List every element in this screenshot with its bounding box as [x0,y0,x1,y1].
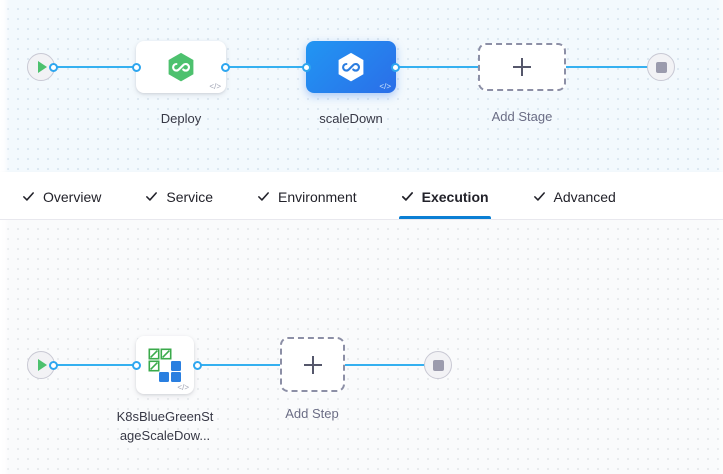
stage-tab-bar: Overview Service Environment Execution A [0,172,723,220]
tab-execution[interactable]: Execution [398,172,491,219]
add-stage-label: Add Stage [491,109,553,124]
stage-wire-scaledown-to-add [395,66,480,68]
canvas-left-fade [0,0,9,172]
tab-environment[interactable]: Environment [257,172,357,219]
tab-advanced[interactable]: Advanced [533,172,616,219]
stage-code-glyph-deploy[interactable]: </> [209,82,221,91]
step-label-line2: ageScaleDow... [119,428,211,443]
add-step-label: Add Step [285,406,339,421]
tab-label-execution: Execution [421,188,489,205]
check-icon [146,192,158,201]
stage-end-node[interactable] [647,53,675,81]
step-port-out[interactable] [193,361,202,370]
stop-icon [432,359,444,371]
step-code-glyph[interactable]: </> [177,383,189,392]
step-end-node[interactable] [424,351,452,379]
canvas-right-fade [717,0,723,172]
stage-wire-start-to-deploy [52,66,140,68]
stage-canvas[interactable]: </> Deploy </> scaleDown Add Stage [0,0,723,172]
tab-overview[interactable]: Overview [22,172,101,219]
add-stage-button[interactable] [478,43,566,91]
canvas-left-fade [0,220,9,474]
tab-label-environment: Environment [278,188,357,205]
stage-code-glyph-scaledown[interactable]: </> [379,82,391,91]
add-step-button[interactable] [280,337,345,392]
step-port-in[interactable] [132,361,141,370]
stage-wire-add-to-end [565,66,652,68]
step-port-start-out[interactable] [49,361,58,370]
tab-label-overview: Overview [43,188,102,205]
step-wire-step-to-add [197,364,281,366]
check-icon [401,192,413,201]
plus-icon [303,355,322,374]
stage-node-scaledown[interactable]: </> [306,41,396,93]
tab-service[interactable]: Service [145,172,213,219]
tab-label-service: Service [166,188,214,205]
stage-port-deploy-out[interactable] [221,63,230,72]
play-icon [38,61,47,73]
stage-port-scaledown-in[interactable] [302,63,311,72]
stage-wire-deploy-to-scaledown [225,66,305,68]
stop-icon [655,61,667,73]
check-icon [258,192,269,201]
execution-canvas[interactable]: </> K8sBlueGreenSt ageScaleDow... Add St… [0,220,723,474]
k8s-scale-icon [148,348,181,382]
stage-port-start-out[interactable] [49,63,58,72]
plus-icon [513,58,531,76]
stage-node-deploy[interactable]: </> [136,41,226,93]
stage-port-deploy-in[interactable] [132,63,141,72]
check-icon [533,192,545,201]
harness-hexagon-green-icon [167,52,195,83]
step-wire-add-to-end [343,364,428,366]
step-node-k8s-scale[interactable]: </> [136,336,194,394]
tab-label-advanced: Advanced [553,188,616,205]
stage-label-deploy: Deploy [160,111,202,126]
check-icon [23,192,34,201]
canvas-right-fade [717,220,723,474]
stage-label-scaledown: scaleDown [319,111,383,126]
stage-port-scaledown-out[interactable] [391,63,400,72]
harness-hexagon-white-icon [337,52,365,83]
step-label-line1: K8sBlueGreenSt [116,409,214,424]
step-wire-start-to-step [52,364,137,366]
play-icon [38,359,47,371]
